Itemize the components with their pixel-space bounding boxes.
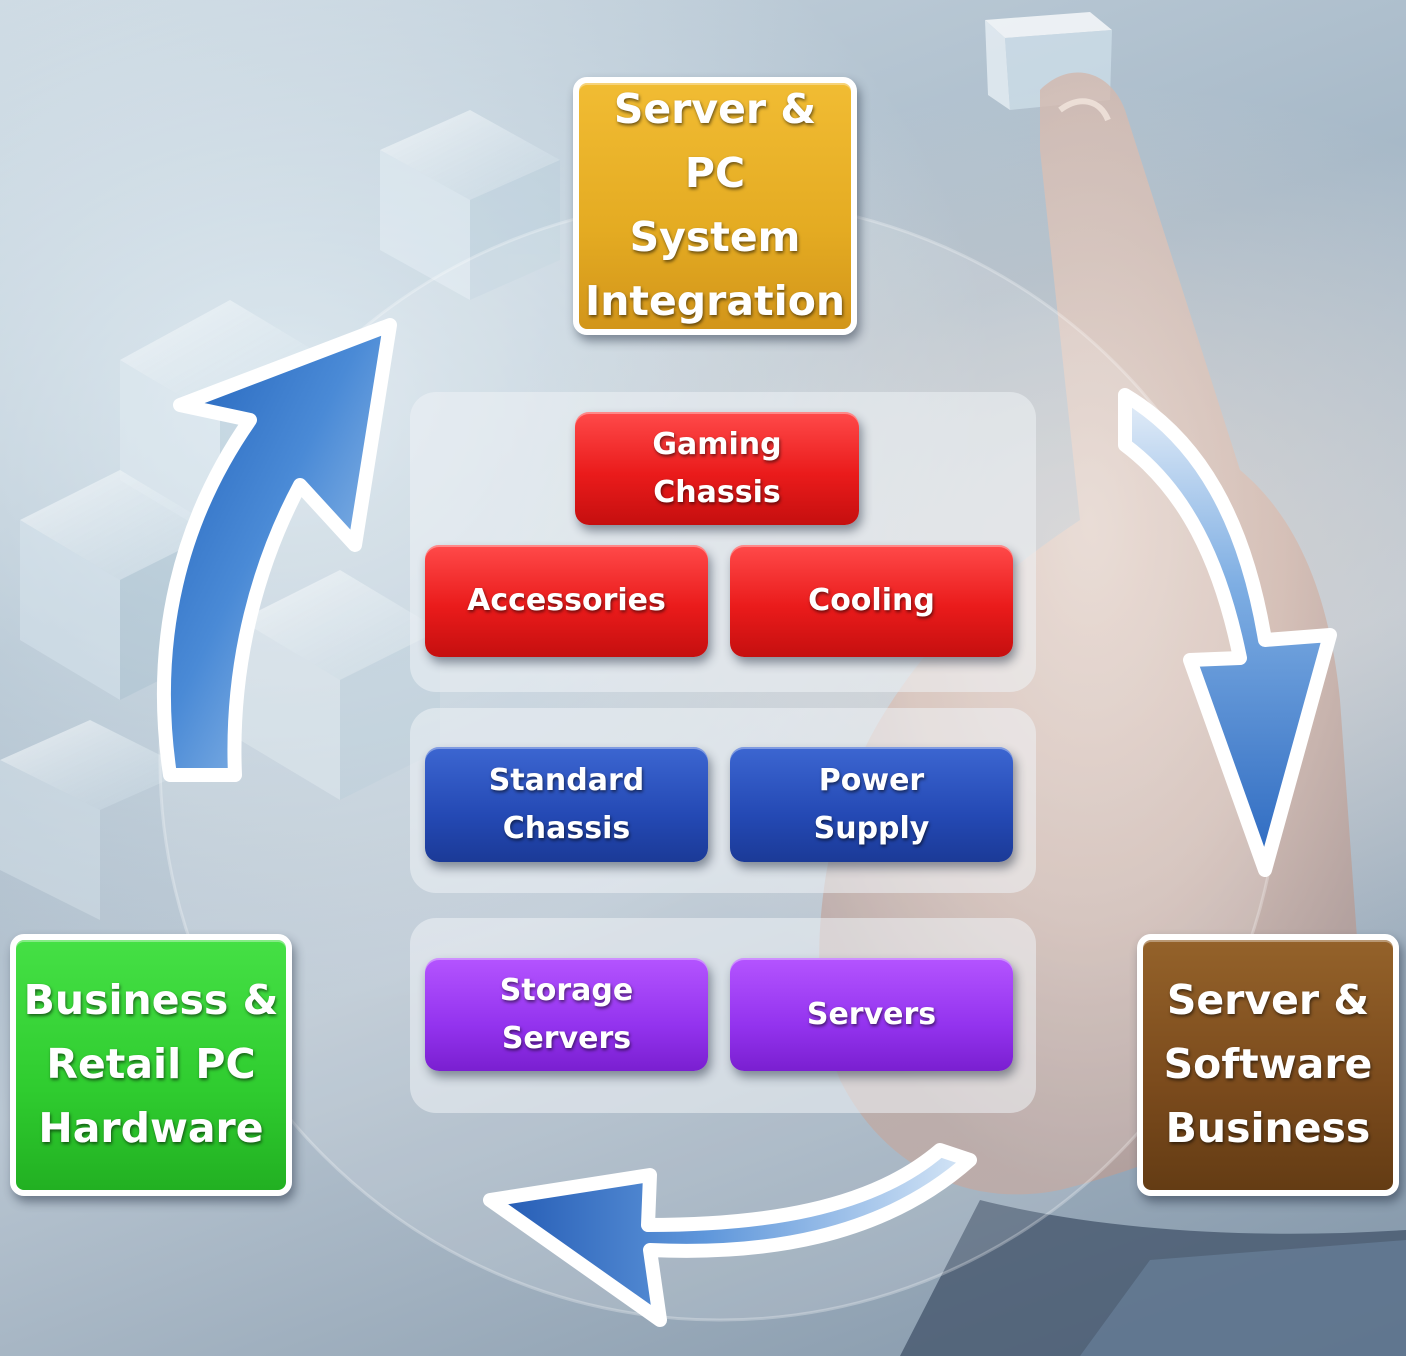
business-retail-hardware-box: Business & Retail PC Hardware [10, 934, 292, 1196]
arrow-down-right [1118, 388, 1337, 877]
servers-block: Servers [730, 958, 1013, 1071]
gaming-chassis-block: Gaming Chassis [575, 412, 859, 525]
server-software-business-box: Server & Software Business [1137, 934, 1399, 1196]
cooling-block: Cooling [730, 545, 1013, 657]
power-supply-block: Power Supply [730, 747, 1013, 862]
accessories-block: Accessories [425, 545, 708, 657]
hand-illustration [819, 72, 1406, 1356]
arrow-up-left [156, 318, 397, 782]
arrow-bottom-left [483, 1143, 977, 1327]
system-integration-box: Server & PC System Integration [573, 77, 857, 335]
standard-chassis-block: Standard Chassis [425, 747, 708, 862]
storage-servers-block: Storage Servers [425, 958, 708, 1071]
